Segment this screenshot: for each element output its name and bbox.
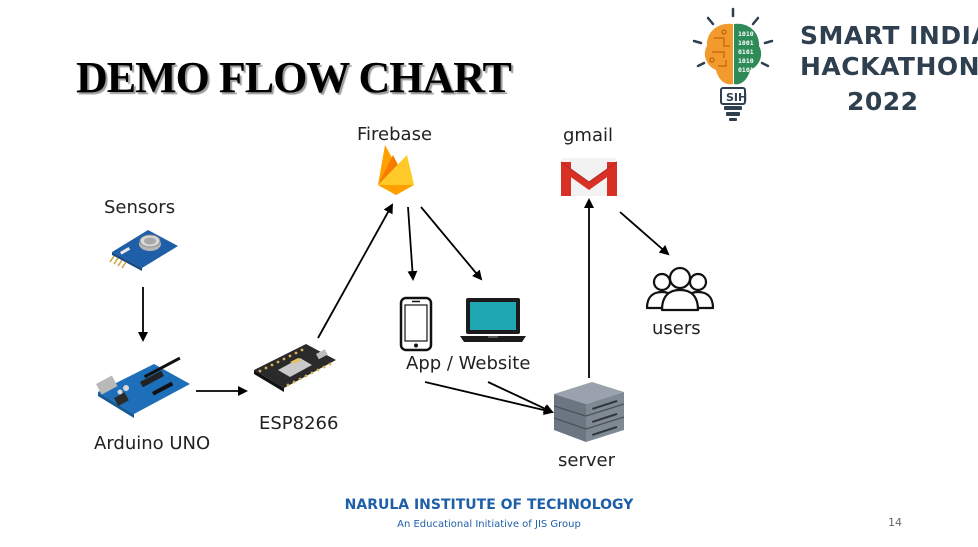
lightbulb-icon: 1010 1001 0101 1010 0101	[692, 7, 774, 121]
logo-line-year: 2022	[847, 87, 919, 116]
users-group-icon	[645, 266, 715, 312]
node-label-sensors: Sensors	[104, 197, 176, 218]
svg-text:0101: 0101	[738, 66, 754, 74]
node-label-server: server	[558, 450, 615, 471]
node-label-arduino: Arduino UNO	[94, 433, 211, 454]
arduino-board-icon	[96, 356, 190, 418]
slide-title: DEMO FLOW CHART	[76, 53, 512, 102]
svg-text:0101: 0101	[738, 48, 754, 56]
svg-text:1010: 1010	[738, 30, 754, 38]
arrow-app-to-server-2	[487, 381, 554, 414]
svg-text:1001: 1001	[738, 39, 754, 47]
server-rack-icon	[553, 382, 625, 442]
node-label-app-website: App / Website	[406, 353, 531, 374]
sih-badge: SIH	[726, 91, 748, 104]
smartphone-icon	[399, 296, 433, 352]
firebase-icon	[378, 145, 414, 195]
footer-tagline: An Educational Initiative of JIS Group	[397, 519, 581, 530]
node-label-firebase: Firebase	[357, 124, 433, 145]
node-label-esp8266: ESP8266	[259, 413, 339, 434]
arrow-gmail-to-users	[619, 211, 670, 256]
arrow-firebase-to-app	[407, 206, 418, 281]
node-label-users: users	[652, 318, 701, 339]
sensor-module-icon	[109, 230, 178, 271]
arrow-esp-to-firebase	[317, 203, 393, 339]
footer-institute: NARULA INSTITUTE OF TECHNOLOGY	[344, 497, 634, 513]
arrow-firebase-to-website	[420, 206, 483, 281]
arrow-app-to-server-1	[424, 381, 554, 416]
page-number: 14	[888, 516, 902, 529]
laptop-icon	[460, 298, 526, 342]
logo-line-smart-india: SMART INDIA	[800, 21, 978, 50]
node-label-gmail: gmail	[563, 125, 613, 146]
gmail-icon	[560, 158, 618, 196]
sih-logo: 1010 1001 0101 1010 0101	[692, 7, 774, 121]
esp8266-module-icon	[254, 344, 336, 392]
svg-text:1010: 1010	[738, 57, 754, 65]
logo-line-hackathon: HACKATHON	[800, 52, 978, 81]
